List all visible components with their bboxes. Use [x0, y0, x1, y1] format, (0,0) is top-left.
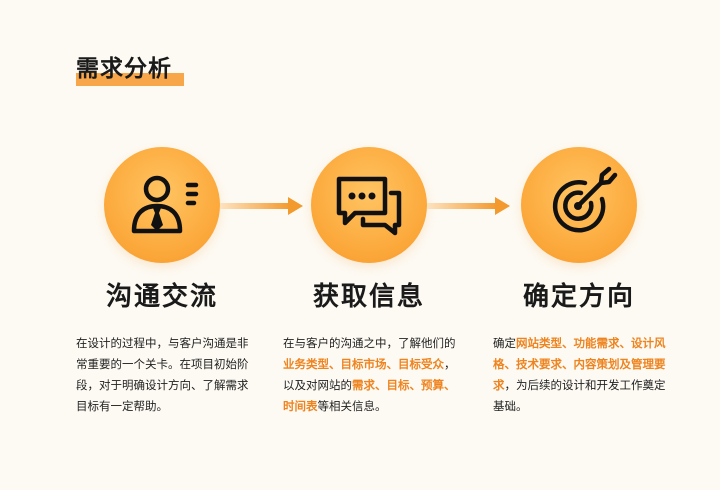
- description-text: ，以及对网站的: [283, 357, 456, 392]
- step-2-description: 在与客户的沟通之中，了解他们的业务类型、目标市场、目标受众，以及对网站的需求、目…: [283, 333, 457, 417]
- step-3-title: 确定方向: [522, 282, 635, 312]
- title-underline-bar: [76, 73, 184, 86]
- target-icon: [552, 166, 618, 233]
- chat-bubbles-icon: [336, 176, 402, 236]
- person-icon: [131, 175, 199, 234]
- step-3-description: 确定网站类型、功能需求、设计风格、技术要求、内容策划及管理要求，为后续的设计和开…: [493, 333, 667, 417]
- description-text: 确定: [493, 336, 516, 350]
- step-2-circle: [311, 147, 427, 263]
- description-highlight: 需求、目标、预算、时间表: [283, 378, 456, 413]
- description-highlight: 业务类型、目标市场、目标受众: [283, 357, 444, 371]
- description-text: 在与客户的沟通之中，了解他们的: [283, 336, 456, 350]
- description-text: 等相关信息。: [317, 399, 387, 413]
- page-title: 需求分析: [76, 56, 172, 82]
- step-3-circle: [521, 147, 637, 263]
- description-highlight: 网站类型、功能需求、设计风格、技术要求、内容策划及管理要求: [493, 336, 666, 392]
- description-text: 在设计的过程中，与客户沟通是非常重要的一个关卡。在项目初始阶段，对于明确设计方向…: [76, 336, 249, 413]
- step-1-title: 沟通交流: [105, 282, 218, 312]
- step-1-description: 在设计的过程中，与客户沟通是非常重要的一个关卡。在项目初始阶段，对于明确设计方向…: [76, 333, 250, 417]
- step-2-title: 获取信息: [312, 282, 425, 312]
- flow-arrow: [427, 197, 510, 215]
- step-1-circle: [104, 147, 220, 263]
- description-text: ，为后续的设计和开发工作奠定基础。: [493, 378, 666, 413]
- flow-arrow: [220, 197, 303, 215]
